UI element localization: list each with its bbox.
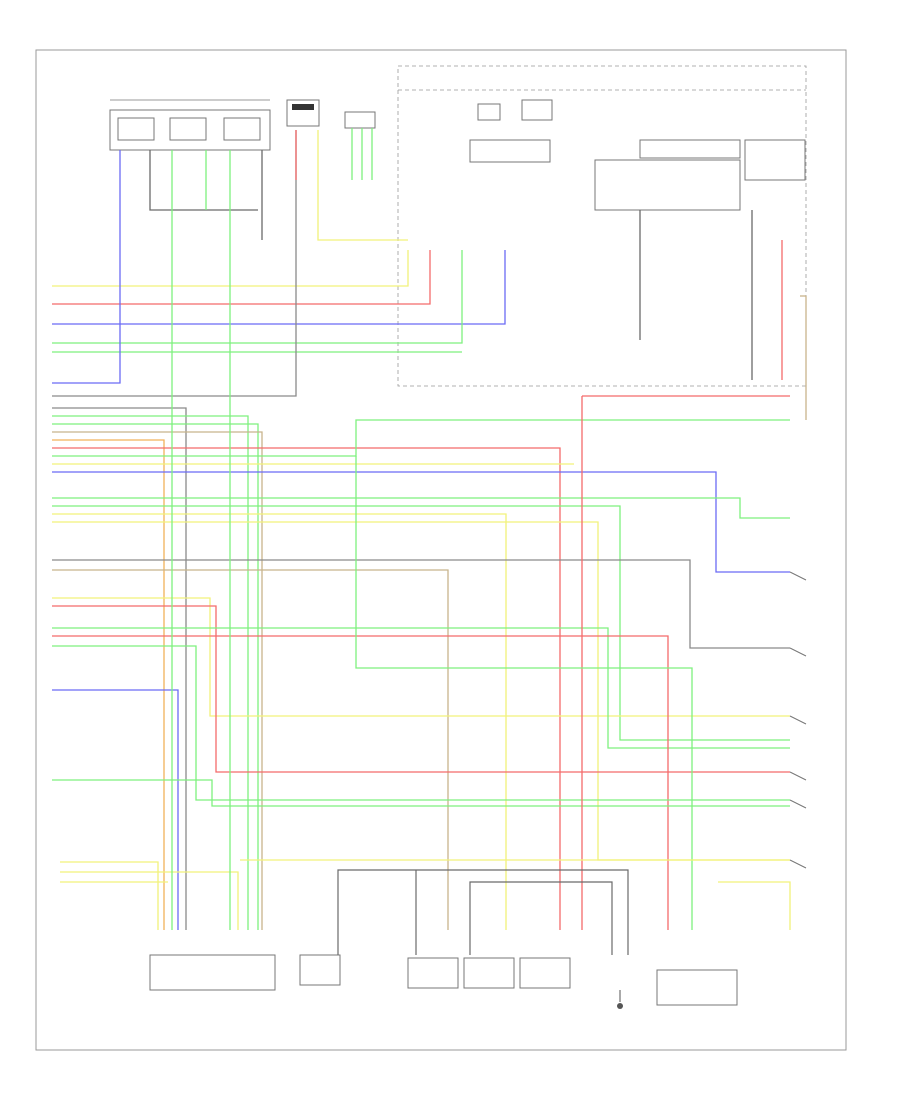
top-sensor-a	[286, 99, 320, 127]
top-sensor-b	[344, 111, 376, 129]
top-right-enclosure	[397, 65, 807, 387]
bottom-output-sensor	[299, 954, 341, 986]
right-controller	[594, 139, 806, 211]
bottom-solenoid	[337, 869, 629, 955]
top-switch-group	[109, 99, 271, 151]
right-switch-symbols	[789, 571, 807, 869]
harness-wires	[52, 128, 807, 930]
diagram-frame	[35, 49, 847, 1051]
bottom-shift-solenoids	[407, 957, 571, 989]
ground-symbol	[617, 990, 623, 1009]
bottom-right-sensor	[656, 969, 738, 1006]
bottom-left-sensor	[149, 954, 276, 991]
mid-relay-module	[469, 99, 553, 163]
